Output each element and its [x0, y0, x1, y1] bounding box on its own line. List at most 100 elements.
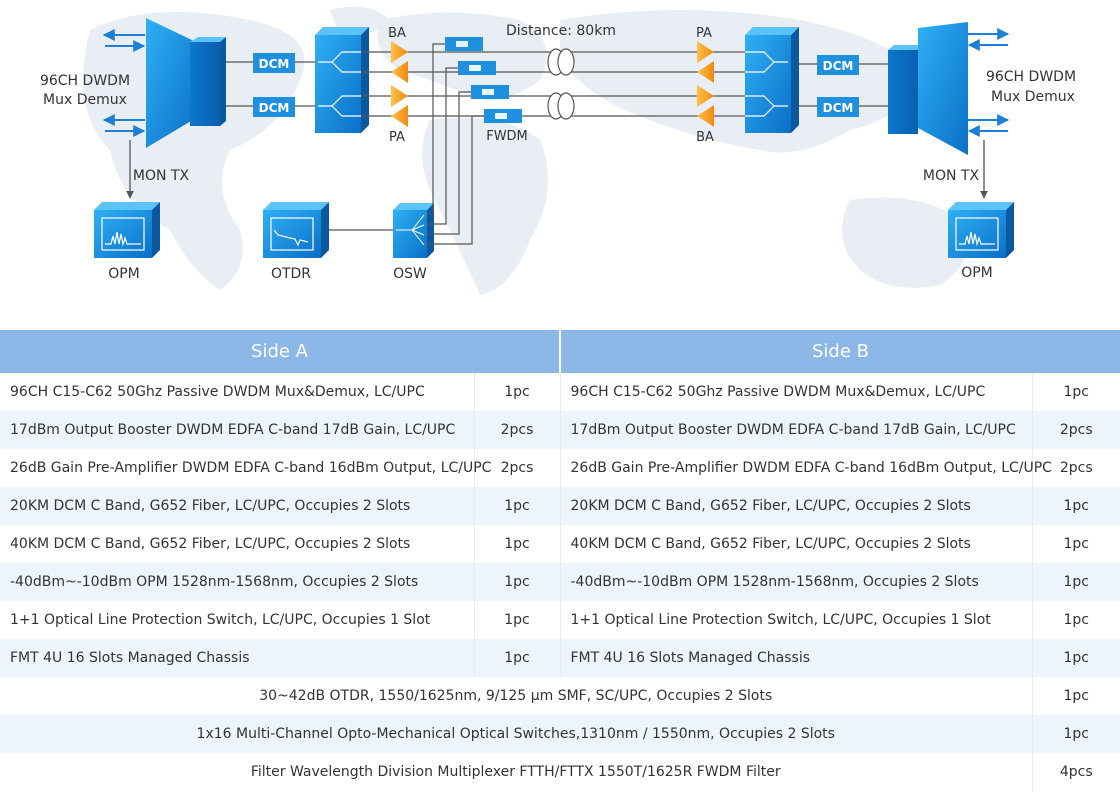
table-row: 96CH C15-C62 50Ghz Passive DWDM Mux&Demu…: [0, 373, 1120, 411]
side-a-item: -40dBm~-10dBm OPM 1528nm-1568nm, Occupie…: [0, 563, 475, 601]
side-b-header: Side B: [560, 330, 1120, 373]
dcm-module-a2: DCM: [253, 97, 295, 117]
side-b-item: -40dBm~-10dBm OPM 1528nm-1568nm, Occupie…: [560, 563, 1033, 601]
side-a-item: 17dBm Output Booster DWDM EDFA C-band 17…: [0, 411, 475, 449]
table-row: Filter Wavelength Division Multiplexer F…: [0, 753, 1120, 791]
fwdm-filter-4: [484, 109, 522, 123]
booster-amp-a1: [391, 41, 408, 63]
dcm-b2-label: DCM: [823, 101, 854, 115]
pre-amp-b1: [697, 41, 714, 63]
shared-qty: 1pc: [1032, 677, 1120, 715]
table-row: 1+1 Optical Line Protection Switch, LC/U…: [0, 601, 1120, 639]
mon-tx-label-b: MON TX: [923, 168, 980, 184]
client-ports-a: [102, 29, 146, 137]
table-row: 20KM DCM C Band, G652 Fiber, LC/UPC, Occ…: [0, 487, 1120, 525]
mux-demux-a: [146, 18, 226, 148]
table-body: 96CH C15-C62 50Ghz Passive DWDM Mux&Demu…: [0, 373, 1120, 791]
opm-device-b: [948, 202, 1014, 258]
booster-amp-b1: [697, 61, 714, 83]
dcm-module-b1: DCM: [817, 55, 859, 75]
mux-demux-b-label-line1: 96CH DWDM: [986, 69, 1076, 85]
booster-amp-a2: [391, 85, 408, 107]
mux-demux-a-label-line2: Mux Demux: [43, 92, 127, 108]
table-row: 40KM DCM C Band, G652 Fiber, LC/UPC, Occ…: [0, 525, 1120, 563]
opm-device-a: [94, 202, 160, 258]
table-row: 1x16 Multi-Channel Opto-Mechanical Optic…: [0, 715, 1120, 753]
side-b-qty: 1pc: [1032, 563, 1120, 601]
fwdm-label: FWDM: [486, 129, 528, 144]
side-b-qty: 2pcs: [1032, 449, 1120, 487]
network-diagram: 96CH DWDM Mux Demux DCM DCM BA: [40, 6, 1076, 295]
shared-item: 1x16 Multi-Channel Opto-Mechanical Optic…: [0, 715, 1033, 753]
side-b-qty: 1pc: [1032, 487, 1120, 525]
side-a-item: 20KM DCM C Band, G652 Fiber, LC/UPC, Occ…: [0, 487, 475, 525]
side-a-item: FMT 4U 16 Slots Managed Chassis: [0, 639, 475, 677]
side-b-item: FMT 4U 16 Slots Managed Chassis: [560, 639, 1033, 677]
otdr-device: [263, 202, 329, 258]
otdr-label: OTDR: [271, 266, 311, 282]
fwdm-filter-1: [445, 37, 483, 51]
table-row: 17dBm Output Booster DWDM EDFA C-band 17…: [0, 411, 1120, 449]
side-b-qty: 1pc: [1032, 601, 1120, 639]
side-a-qty: 1pc: [474, 639, 561, 677]
fwdm-filter-3: [471, 85, 509, 99]
side-a-item: 1+1 Optical Line Protection Switch, LC/U…: [0, 601, 475, 639]
bill-of-materials-table: Side A Side B 96CH C15-C62 50Ghz Passive…: [0, 330, 1120, 791]
side-a-qty: 1pc: [474, 373, 561, 411]
shared-item: Filter Wavelength Division Multiplexer F…: [0, 753, 1033, 791]
dcm-b1-label: DCM: [823, 59, 854, 73]
opm-label-a: OPM: [108, 266, 140, 282]
osw-label: OSW: [393, 266, 427, 282]
table-header-row: Side A Side B: [0, 330, 1120, 373]
dcm-module-b2: DCM: [817, 97, 859, 117]
booster-amp-b2: [697, 105, 714, 127]
mux-demux-b: [888, 22, 968, 155]
side-b-item: 26dB Gain Pre-Amplifier DWDM EDFA C-band…: [560, 449, 1052, 487]
dcm-module-a1: DCM: [253, 53, 295, 73]
side-a-header: Side A: [0, 330, 561, 373]
fiber-spool-1: [547, 48, 575, 76]
side-b-item: 20KM DCM C Band, G652 Fiber, LC/UPC, Occ…: [560, 487, 1033, 525]
side-a-item: 40KM DCM C Band, G652 Fiber, LC/UPC, Occ…: [0, 525, 475, 563]
side-a-qty: 1pc: [474, 563, 561, 601]
pa-label-a: PA: [389, 130, 405, 145]
dcm-a2-label: DCM: [259, 101, 290, 115]
shared-qty: 1pc: [1032, 715, 1120, 753]
side-b-qty: 1pc: [1032, 373, 1120, 411]
side-a-qty: 2pcs: [474, 411, 561, 449]
side-b-item: 17dBm Output Booster DWDM EDFA C-band 17…: [560, 411, 1033, 449]
ba-label-a: BA: [388, 26, 406, 41]
table-row: -40dBm~-10dBm OPM 1528nm-1568nm, Occupie…: [0, 563, 1120, 601]
side-b-qty: 1pc: [1032, 639, 1120, 677]
side-a-qty: 1pc: [474, 601, 561, 639]
pre-amp-a1: [391, 61, 408, 83]
ba-label-b: BA: [696, 130, 714, 145]
side-b-qty: 2pcs: [1032, 411, 1120, 449]
opm-label-b: OPM: [961, 265, 993, 281]
pre-amp-b2: [697, 85, 714, 107]
mux-demux-a-label-line1: 96CH DWDM: [40, 73, 130, 89]
shared-item: 30~42dB OTDR, 1550/1625nm, 9/125 μm SMF,…: [0, 677, 1033, 715]
side-a-item: 26dB Gain Pre-Amplifier DWDM EDFA C-band…: [0, 449, 491, 487]
side-b-item: 40KM DCM C Band, G652 Fiber, LC/UPC, Occ…: [560, 525, 1033, 563]
dcm-a1-label: DCM: [259, 57, 290, 71]
side-a-item: 96CH C15-C62 50Ghz Passive DWDM Mux&Demu…: [0, 373, 475, 411]
olp-module-a: [315, 27, 369, 133]
table-row: 26dB Gain Pre-Amplifier DWDM EDFA C-band…: [0, 449, 1120, 487]
side-a-qty: 1pc: [474, 525, 561, 563]
side-b-item: 96CH C15-C62 50Ghz Passive DWDM Mux&Demu…: [560, 373, 1033, 411]
pre-amp-a2: [391, 105, 408, 127]
side-a-qty: 1pc: [474, 487, 561, 525]
side-a-qty: 2pcs: [474, 449, 561, 487]
side-b-qty: 1pc: [1032, 525, 1120, 563]
mux-demux-b-label-line2: Mux Demux: [991, 89, 1075, 105]
pa-label-b: PA: [696, 26, 712, 41]
client-ports-b: [967, 28, 1010, 137]
osw-device: [393, 203, 434, 258]
distance-label: Distance: 80km: [506, 23, 616, 39]
table-row: 30~42dB OTDR, 1550/1625nm, 9/125 μm SMF,…: [0, 677, 1120, 715]
shared-qty: 4pcs: [1032, 753, 1120, 791]
fiber-spool-2: [547, 92, 575, 120]
side-b-item: 1+1 Optical Line Protection Switch, LC/U…: [560, 601, 1033, 639]
